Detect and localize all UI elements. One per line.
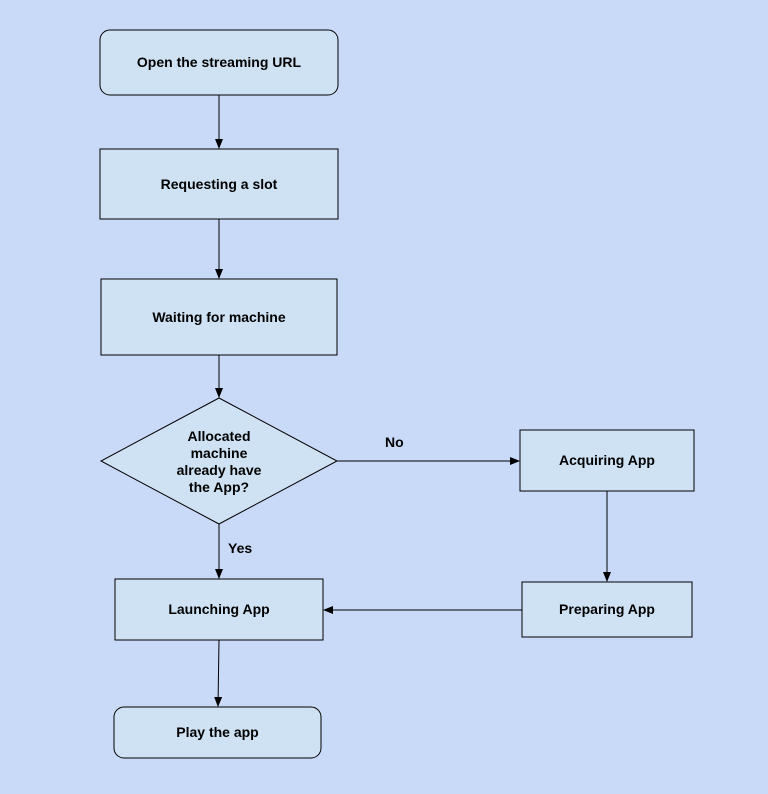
preparing-app-label: Preparing App [559,601,655,617]
open-url-label: Open the streaming URL [136,54,302,70]
edge-label-no: No [385,434,404,450]
waiting-machine-label: Waiting for machine [152,308,286,325]
acquiring-app-label: Acquiring App [559,452,655,468]
launching-app-node-shape [114,578,324,641]
play-app-node-shape [113,706,322,759]
acquiring-app-node-shape [519,429,695,492]
decision-label: Allocated machine already have the App? [176,428,262,495]
edge-launching-to-play [214,639,223,707]
launching-app-label: Launching App [168,601,270,617]
requesting-slot-node-shape [99,148,339,220]
edge-label-yes: Yes [228,540,253,556]
requesting-slot-label: Requesting a slot [160,175,278,192]
play-app-label: Play the app [176,724,259,740]
waiting-machine-node-shape [100,278,338,356]
